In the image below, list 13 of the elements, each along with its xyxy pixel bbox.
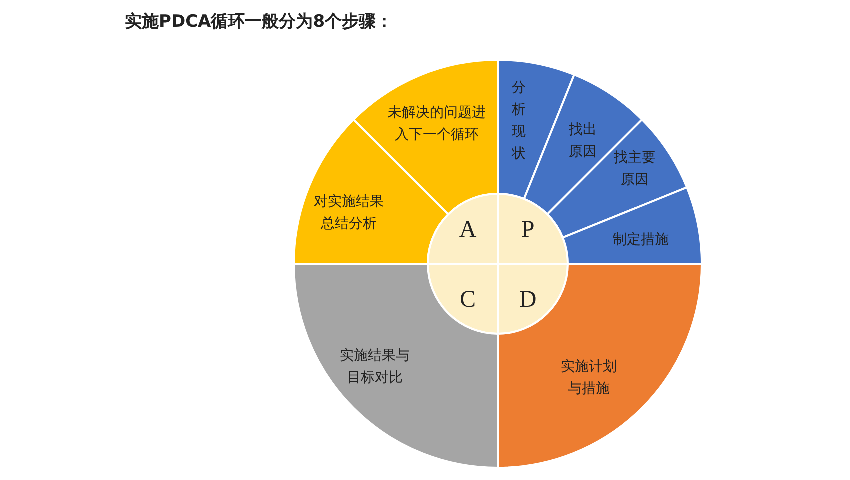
phase-letter: D xyxy=(519,289,537,311)
segment-label: 分析现状 xyxy=(511,80,527,164)
segment-label: 未解决的问题进入下一个循环 xyxy=(387,104,487,145)
phase-letter: A xyxy=(459,219,477,241)
segment-label: 制定措施 xyxy=(613,231,669,250)
segment-label: 找主要原因 xyxy=(613,149,657,190)
segment-label: 实施结果与目标对比 xyxy=(339,347,411,388)
phase-letter: P xyxy=(521,219,535,241)
diagram-title: 实施PDCA循环一般分为8个步骤： xyxy=(125,11,394,33)
segment-label: 实施计划与措施 xyxy=(560,358,618,399)
segment-label: 对实施结果总结分析 xyxy=(313,193,385,234)
phase-letter: C xyxy=(460,289,476,311)
segment-label: 找出原因 xyxy=(568,122,598,162)
